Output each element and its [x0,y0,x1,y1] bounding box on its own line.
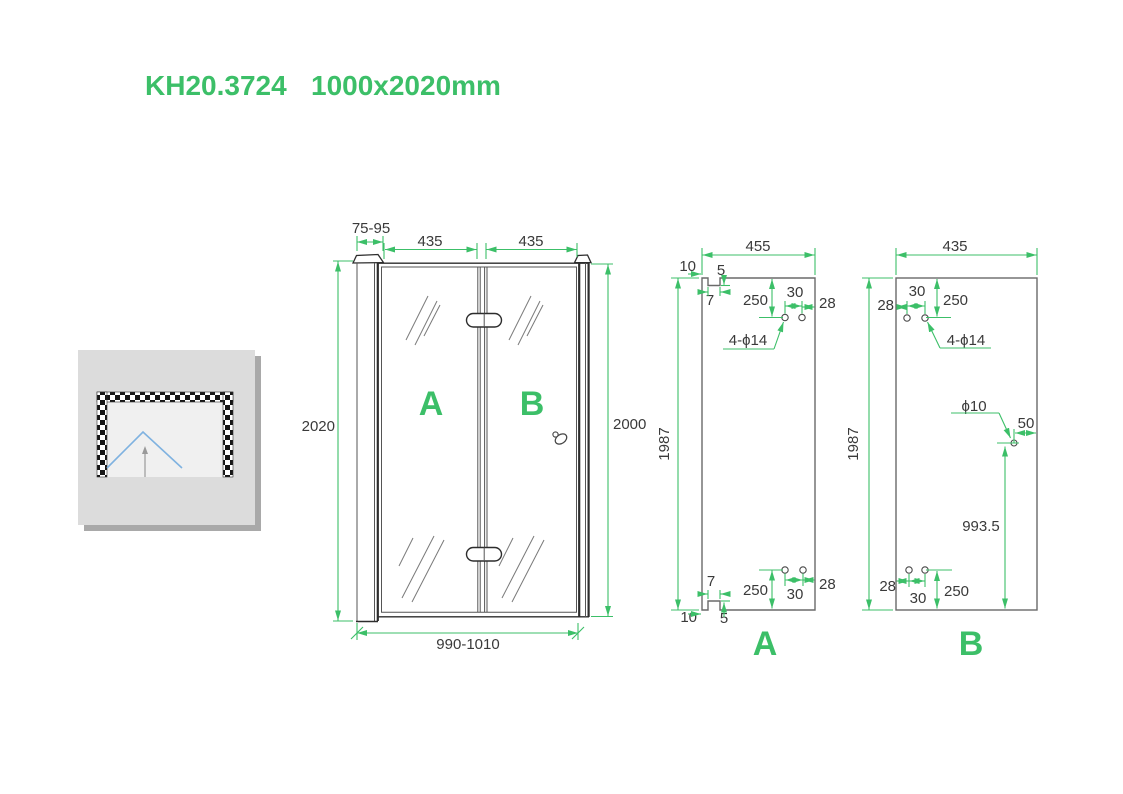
dim-b-bottom-hole-spacing: 30 [910,590,927,607]
glass-hatch-marks [398,295,545,603]
detail-a-label: A [753,625,778,663]
dim-a-height: 1987 [656,427,673,460]
opening-direction-arrow-icon [142,446,148,477]
dim-a-top-hole-spacing: 30 [787,284,804,301]
checkered-walls-icon [96,391,234,478]
dim-a-top-notch-depth: 5 [717,262,725,279]
panel-a-label: A [419,385,444,423]
dim-height-total: 2020 [302,418,335,435]
dim-b-height: 1987 [845,427,862,460]
dim-panel-b-width: 435 [518,233,543,250]
dim-a-holes-spec: 4-ϕ14 [729,332,767,349]
door-knob-icon [552,431,568,445]
dim-profile-depth: 75-95 [352,220,390,237]
dim-a-bottom-hole-v: 250 [743,582,768,599]
panel-b-label: B [520,385,545,423]
dim-b-top-hole-v: 250 [943,292,968,309]
plan-view-thumbnail [78,350,261,531]
hinge-top-icon [465,312,503,328]
dim-a-bottom-hole-edge: 28 [819,576,836,593]
dim-a-top-hole-edge: 28 [819,295,836,312]
dim-a-bottom-notch-width: 7 [707,573,715,590]
dim-a-bottom-notch-offset: 10 [680,609,697,626]
hole-icon [905,566,913,574]
dim-b-bottom-hole-v: 250 [944,583,969,600]
dim-a-bottom-notch-depth: 5 [720,610,728,627]
detail-b-label: B [959,625,984,663]
hole-icon [799,566,807,574]
hole-icon [798,313,806,322]
hinge-bottom-icon [465,546,503,562]
dim-b-width: 435 [942,238,967,255]
dim-a-top-hole-v: 250 [743,292,768,309]
dim-width-range: 990-1010 [436,636,499,653]
dim-panel-a-width: 435 [417,233,442,250]
title-block: KH20.3724 1000x2020mm [145,70,501,101]
dim-b-handle-diameter: ϕ10 [961,398,986,415]
dim-b-handle-height: 993.5 [962,518,1000,535]
model-number: KH20.3724 [145,70,287,101]
dim-a-top-notch-width: 7 [706,292,714,309]
shower-interior [107,402,223,477]
left-profile-cap [351,253,385,264]
dim-b-bottom-hole-edge: 28 [879,578,896,595]
dim-b-top-hole-edge: 28 [877,297,894,314]
dim-height-glass: 2000 [613,416,646,433]
overall-size: 1000x2020mm [311,70,501,101]
dim-b-handle-edge: 50 [1018,415,1035,432]
detail-view-b: 435 1987 28 30 250 4-ϕ14 ϕ10 50 993.5 28 [845,238,1038,663]
dim-b-holes-spec: 4-ϕ14 [947,332,985,349]
dim-b-top-hole-spacing: 30 [909,283,926,300]
front-view-drawing: A B [351,253,593,623]
hole-icon [903,314,911,322]
detail-view-a: 455 1987 10 5 7 250 30 28 4-ϕ14 250 [656,238,836,663]
panel-a-outline [701,277,816,611]
front-view-dimensions: 75-95 435 435 2020 2000 990-1010 [302,220,647,653]
dim-a-bottom-hole-spacing: 30 [787,586,804,603]
folding-door-path-icon [106,430,183,469]
right-profile-cap [573,254,593,264]
dim-a-width: 455 [745,238,770,255]
dim-a-top-notch-offset: 10 [679,258,696,275]
